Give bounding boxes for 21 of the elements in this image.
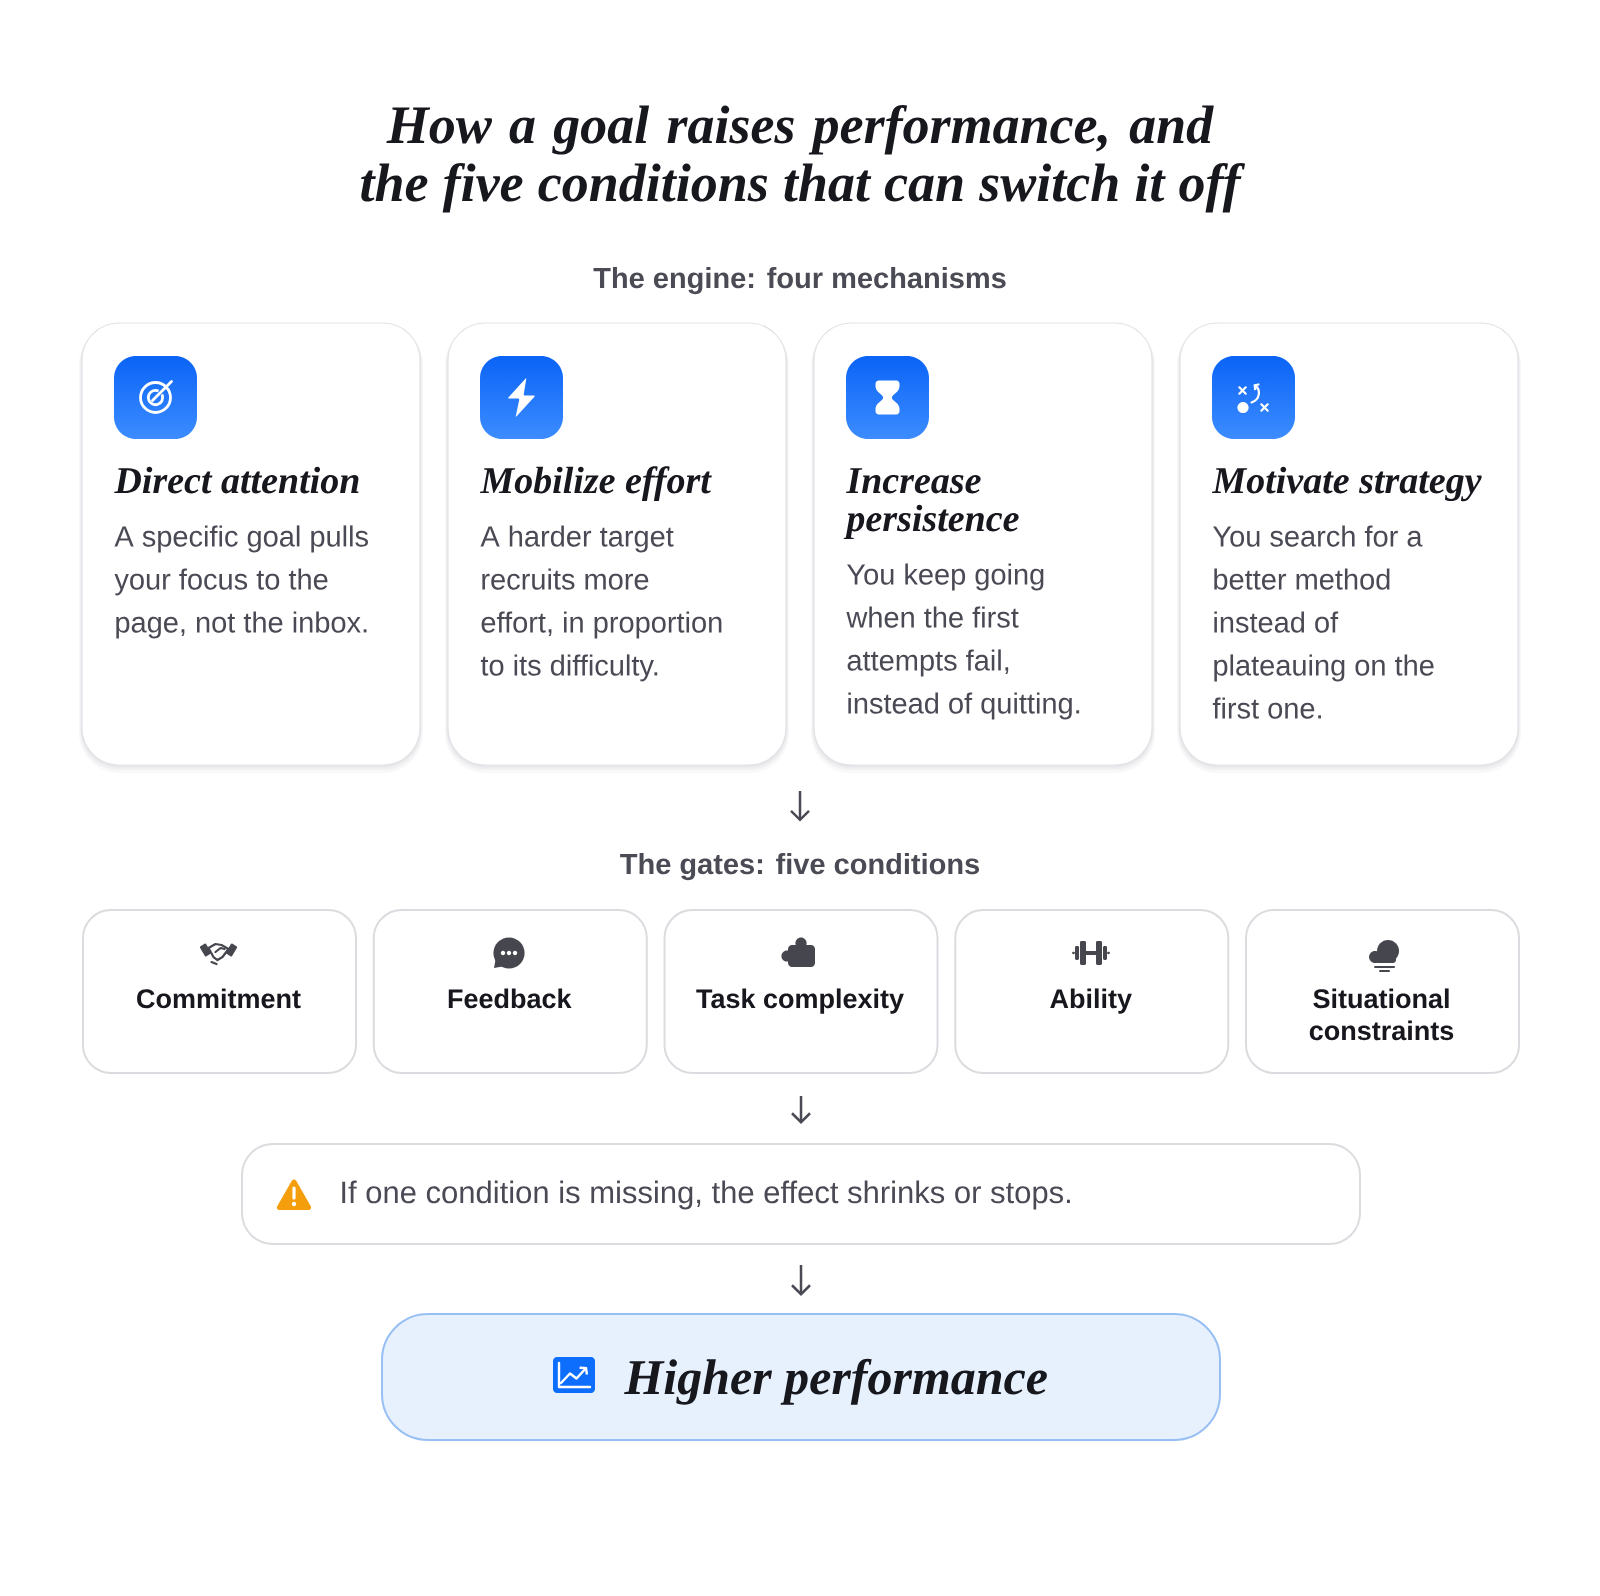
arrow xyxy=(791,1096,811,1124)
condition-box: Ability xyxy=(954,909,1230,1074)
arrow xyxy=(790,791,810,822)
condition-box: Situational constraints xyxy=(1245,909,1520,1074)
card-text: You search for a better method instead of plateauing on the first one. xyxy=(1212,525,1434,719)
note-box: If one condition is missing, the effect shrinks or stops. xyxy=(241,1143,1361,1245)
condition-box: Feedback xyxy=(372,909,648,1074)
card-text: You keep going when the first attempts fail, instead of quitting. xyxy=(846,563,1080,720)
card-title: Increase persistence xyxy=(843,468,1019,540)
card-title: Mobilize effort xyxy=(479,466,712,502)
condition-box: Commitment xyxy=(82,909,357,1074)
arrow xyxy=(791,1265,811,1296)
condition-box: Task complexity xyxy=(663,909,939,1074)
section-heading: The engine: four mechanisms xyxy=(593,267,1006,295)
card-title: Direct attention xyxy=(114,466,359,494)
result-box: Higher performance xyxy=(381,1313,1221,1441)
card-title: Motivate strategy xyxy=(1211,466,1482,502)
title: How a goal raises performance, and the five conditions that can switch it off xyxy=(361,105,1246,213)
card-text: A specific goal pulls your focus to the page, not the inbox. xyxy=(114,525,368,639)
card-text: A harder target recruits more effort, in proportion to its difficulty. xyxy=(480,525,722,682)
section-heading: The gates: five conditions xyxy=(620,853,980,881)
